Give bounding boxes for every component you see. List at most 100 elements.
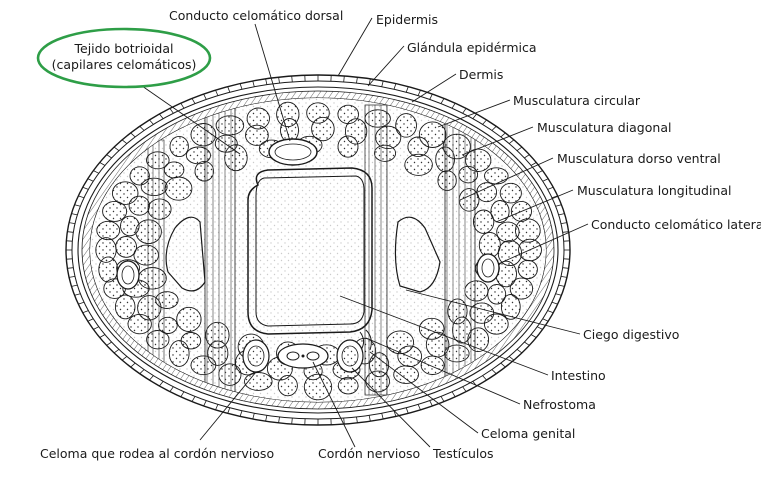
label-conducto-celomatico-dorsal: Conducto celomático dorsal <box>169 8 343 23</box>
epidermal-cell-divider <box>555 204 562 207</box>
botryoidal-cell <box>245 124 269 146</box>
epidermal-cell-divider <box>113 348 120 354</box>
botryoidal-cell <box>517 259 538 280</box>
epidermal-cell-divider <box>78 301 85 305</box>
epidermal-cell-divider <box>381 80 384 87</box>
testis-left <box>242 339 270 373</box>
epidermal-cell-divider <box>113 146 120 152</box>
dorsal-coelomic-canal <box>268 138 318 166</box>
lateral-coelomic-canal-right <box>476 253 500 283</box>
epidermal-cell-divider <box>451 391 456 398</box>
epidermal-cell-divider <box>482 119 487 125</box>
epidermal-cell-divider <box>530 334 537 338</box>
botryoidal-cell <box>111 181 139 205</box>
botryoidal-cell <box>500 294 521 320</box>
epidermal-cell-divider <box>215 404 219 411</box>
botryoidal-cell <box>311 116 335 142</box>
label-cordon-nervioso: Cordón nervioso <box>318 446 420 461</box>
epidermal-cell-divider <box>547 186 554 190</box>
epidermal-cell-divider <box>500 362 506 368</box>
epidermal-cell-divider <box>74 204 81 207</box>
epidermal-cell-divider <box>139 126 145 131</box>
botryoidal-cell <box>114 294 136 320</box>
epidermal-cell-divider <box>417 89 421 96</box>
epidermal-cell-divider <box>451 102 456 109</box>
epidermal-cell-divider <box>87 318 94 322</box>
caecum-right <box>394 216 441 293</box>
epidermal-cell-divider <box>191 98 196 104</box>
epidermal-cell-divider <box>87 178 94 182</box>
dorsoventral-muscle-right <box>444 98 476 402</box>
botryoidal-cell <box>490 200 510 223</box>
intestine-cavity <box>247 167 373 335</box>
epidermal-cells <box>66 75 570 425</box>
botryoidal-cell <box>472 209 495 234</box>
botryoidal-cell <box>496 221 520 243</box>
epidermal-cell-divider <box>429 400 433 407</box>
highlight-oval <box>36 27 212 89</box>
epidermal-cell-divider <box>67 267 74 269</box>
botryoidal-cell <box>393 365 419 384</box>
epidermal-cell-divider <box>239 410 243 417</box>
epidermal-cell-divider <box>252 80 255 87</box>
botryoidal-cell <box>497 240 523 267</box>
epidermal-cell-divider <box>121 356 128 361</box>
epidermal-cell-divider <box>93 170 99 174</box>
botryoidal-cell <box>395 113 417 138</box>
epidermal-cell-divider <box>558 284 565 287</box>
label-capilares-celomaticos: (capilares celomáticos) <box>52 57 197 72</box>
label-conducto-celomatico-lateral: Conducto celomático lateral <box>591 217 761 232</box>
epidermal-cell-divider <box>265 415 268 422</box>
epidermal-cell-divider <box>106 341 112 346</box>
dorsoventral-muscle-mid-left <box>364 104 388 396</box>
botryoidal-cell <box>487 284 507 305</box>
leader-lines <box>131 17 589 448</box>
epidermal-cell-divider <box>169 108 174 114</box>
botryoidal-cell <box>96 220 121 241</box>
epidermal-cell-divider <box>69 276 76 278</box>
botryoidal-cell <box>115 236 137 258</box>
lateral-coelomic-canal-left <box>116 260 140 290</box>
epidermal-cell-divider <box>203 400 207 407</box>
botryoidal-cell <box>95 237 117 263</box>
epidermal-cell-divider <box>67 231 74 233</box>
label-tejido-botrioidal: Tejido botrioidal <box>74 41 174 56</box>
label-glandula-epidermica: Glándula epidérmica <box>407 40 537 55</box>
epidermal-cell-divider <box>203 93 207 100</box>
epidermal-cell-divider <box>516 348 523 354</box>
epidermal-cell-divider <box>71 213 78 216</box>
botryoidal-cell <box>180 332 202 350</box>
epidermal-cell-divider <box>343 75 345 82</box>
epidermal-cell-divider <box>516 146 523 152</box>
epidermal-cell-divider <box>537 326 543 330</box>
epidermal-cell-divider <box>130 132 136 138</box>
epidermal-cell-divider <box>368 78 371 85</box>
label-musculatura-circular: Musculatura circular <box>513 93 641 108</box>
botryoidal-cell <box>420 355 445 375</box>
epidermal-cell-divider <box>482 375 487 381</box>
label-musculatura-dorso-ventral: Musculatura dorso ventral <box>557 151 721 166</box>
epidermal-cell-divider <box>356 416 358 423</box>
epidermal-cell-divider <box>74 293 81 296</box>
epidermal-cell-divider <box>472 113 477 119</box>
epidermal-cell-divider <box>381 413 384 420</box>
nerve-cord <box>286 351 320 361</box>
label-celoma-genital: Celoma genital <box>481 426 575 441</box>
epidermal-cell-divider <box>500 132 506 138</box>
botryoidal-cell <box>499 182 522 204</box>
epidermal-cell-divider <box>393 83 397 90</box>
botryoidal-cell <box>128 195 150 216</box>
label-dermis: Dermis <box>459 67 503 82</box>
epidermal-cell-divider <box>71 284 78 287</box>
botryoidal-cell <box>509 277 534 300</box>
epidermal-cell-divider <box>82 186 89 190</box>
interior <box>90 98 546 402</box>
epidermal-cell-divider <box>356 77 358 84</box>
label-epidermis: Epidermis <box>376 12 438 27</box>
epidermal-cell-divider <box>343 418 345 425</box>
epidermal-cell-divider <box>121 139 128 144</box>
epidermal-cell-divider <box>215 89 219 96</box>
epidermal-cell-divider <box>551 195 558 199</box>
botryoidal-cell <box>404 153 433 176</box>
epidermal-cell-divider <box>537 170 543 174</box>
